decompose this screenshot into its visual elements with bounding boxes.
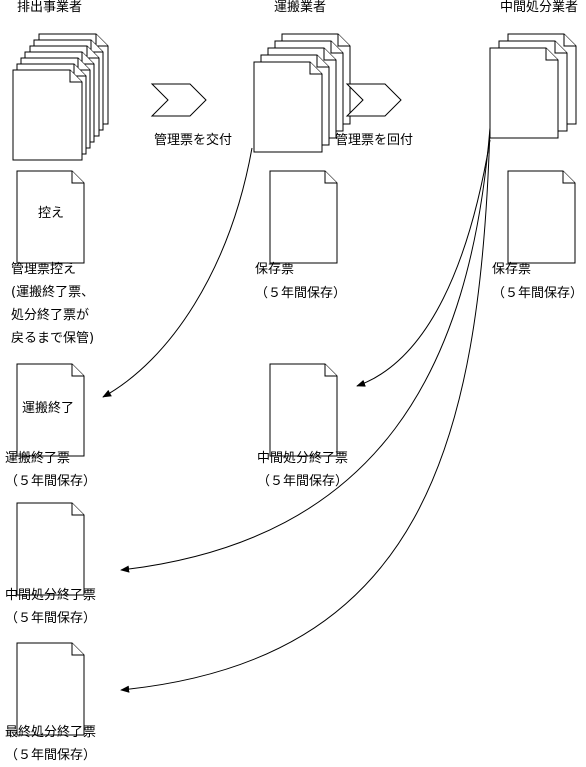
circulate-label: 管理票を回付 <box>335 133 414 148</box>
processor-to-transporter-flow-arrow <box>356 139 491 387</box>
copy-doc-text: 控え <box>38 206 65 221</box>
copy-label-line2: (運搬終了票、 <box>11 285 95 300</box>
circulate-chevron-arrow <box>345 83 402 117</box>
discharger-header: 排出事業者 <box>17 0 83 15</box>
final-end-label: 最終処分終了票 <box>5 725 97 740</box>
transport-end-retention: （５年間保存） <box>5 474 97 489</box>
copy-label-line4: 戻るまで保管) <box>11 331 95 346</box>
interim-end-retention: （５年間保存） <box>5 611 97 626</box>
transporter-keep-retention: （５年間保存） <box>255 286 347 301</box>
interim-end-document <box>16 502 85 596</box>
deliver-chevron-arrow <box>150 83 207 117</box>
transport-end-flow-arrow <box>102 147 253 398</box>
processor-keep-label: 保存票 <box>492 262 532 277</box>
final-end-document <box>16 642 85 736</box>
interim-end-label: 中間処分終了票 <box>5 588 97 603</box>
transporter-interim-end-document <box>269 363 338 457</box>
processor-keep-document <box>507 170 576 264</box>
processor-keep-retention: （５年間保存） <box>492 286 584 301</box>
transporter-keep-document <box>269 170 338 264</box>
final-end-retention: （５年間保存） <box>5 748 97 763</box>
transport-end-document <box>16 363 85 457</box>
processor-manifest-stack <box>489 33 577 139</box>
copy-label-line1: 管理票控え <box>11 262 77 277</box>
transporter-keep-label: 保存票 <box>255 262 295 277</box>
transport-done-doc-text: 運搬終了 <box>22 401 75 416</box>
copy-document <box>16 170 85 264</box>
transporter-interim-end-label: 中間処分終了票 <box>257 451 349 466</box>
transporter-header: 運搬業者 <box>274 0 327 15</box>
transporter-interim-end-retention: （５年間保存） <box>257 474 349 489</box>
discharger-manifest-stack <box>12 33 109 161</box>
deliver-label: 管理票を交付 <box>154 133 233 148</box>
transporter-manifest-stack <box>253 33 351 153</box>
copy-label-line3: 処分終了票が <box>11 308 90 323</box>
processor-header: 中間処分業者 <box>500 0 579 15</box>
interim-end-flow-arrow <box>120 127 491 573</box>
final-end-flow-arrow <box>120 127 491 693</box>
transport-end-label: 運搬終了票 <box>5 451 71 466</box>
